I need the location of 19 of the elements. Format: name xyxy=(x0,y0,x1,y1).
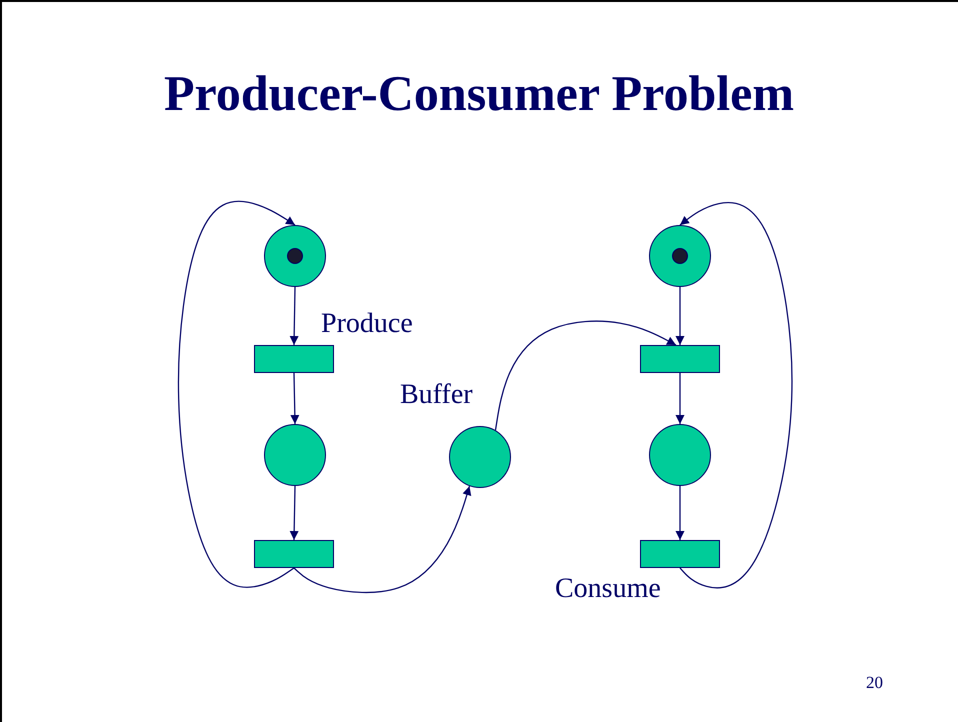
arrow xyxy=(290,372,300,424)
arrow xyxy=(494,320,676,430)
token-dot xyxy=(286,248,303,264)
node-label: Buffer xyxy=(400,381,473,409)
arrow xyxy=(676,373,684,424)
page-number: 20 xyxy=(866,673,883,693)
arrow xyxy=(294,486,472,594)
token-dot xyxy=(672,248,688,264)
arrow xyxy=(290,286,299,346)
transition-bar xyxy=(254,540,334,568)
slide-title: Producer-Consumer Problem xyxy=(162,66,795,121)
transition-bar xyxy=(640,345,720,373)
arrow xyxy=(676,287,684,345)
arrow xyxy=(676,486,684,540)
arrow xyxy=(290,486,299,540)
arrow xyxy=(680,202,793,588)
node-label: Consume xyxy=(555,575,661,603)
arrow xyxy=(178,200,296,588)
node-label: Produce xyxy=(321,310,413,338)
